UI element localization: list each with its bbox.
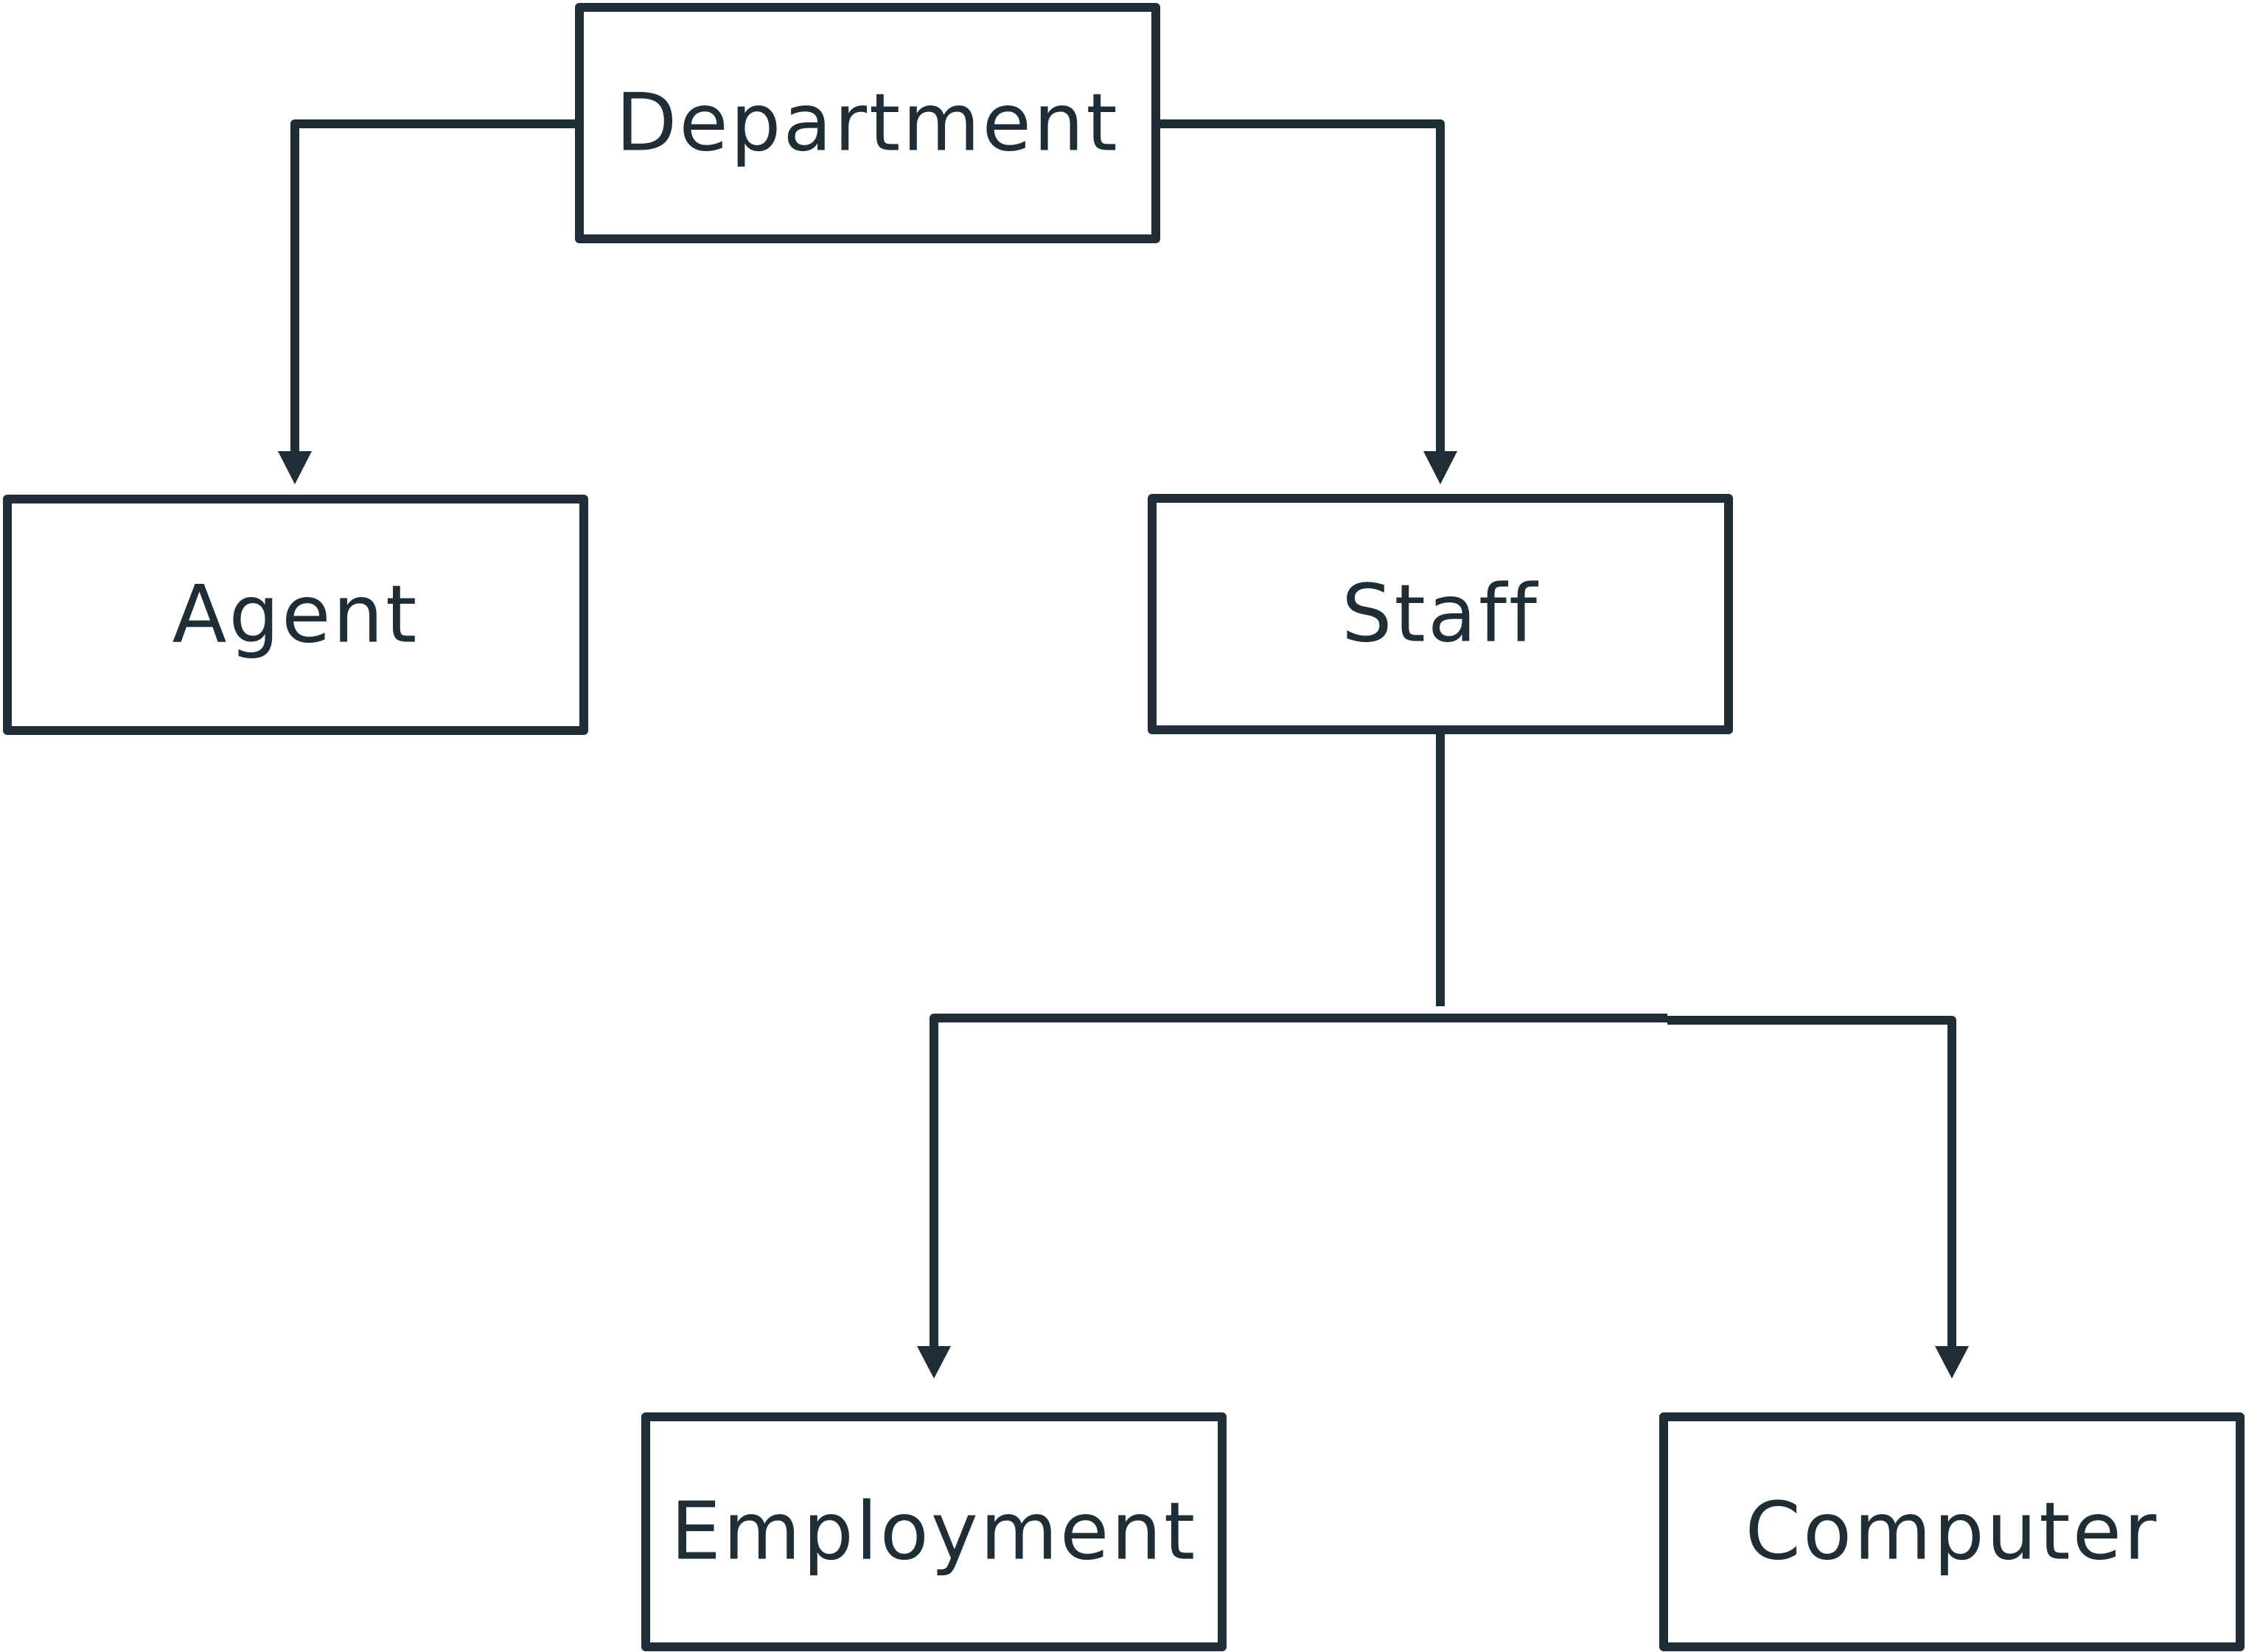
node-computer-box — [1659, 1412, 2245, 1651]
arrowhead-staff-icon — [1423, 451, 1457, 484]
node-department: Department — [575, 3, 1160, 243]
node-staff-box — [1148, 494, 1733, 734]
arrowhead-employment-icon — [917, 1346, 951, 1379]
node-computer: Computer — [1659, 1412, 2245, 1651]
edge-department-agent — [290, 119, 579, 456]
node-agent-label: Agent — [172, 569, 419, 661]
arrowhead-agent-icon — [278, 451, 312, 484]
node-employment: Employment — [641, 1412, 1227, 1651]
arrowhead-computer-icon — [1935, 1346, 1969, 1379]
edge-staff-computer — [1667, 1016, 1956, 1350]
node-employment-label: Employment — [671, 1486, 1197, 1578]
node-agent: Agent — [3, 495, 588, 735]
node-department-box — [575, 3, 1160, 243]
edge-staff-employment — [930, 1014, 1667, 1350]
edge-department-staff — [1156, 119, 1445, 456]
node-staff: Staff — [1148, 494, 1733, 734]
node-department-label: Department — [615, 77, 1120, 170]
node-employment-box — [641, 1412, 1227, 1651]
node-agent-box — [3, 495, 588, 735]
node-computer-label: Computer — [1745, 1486, 2159, 1578]
node-staff-label: Staff — [1342, 568, 1539, 661]
